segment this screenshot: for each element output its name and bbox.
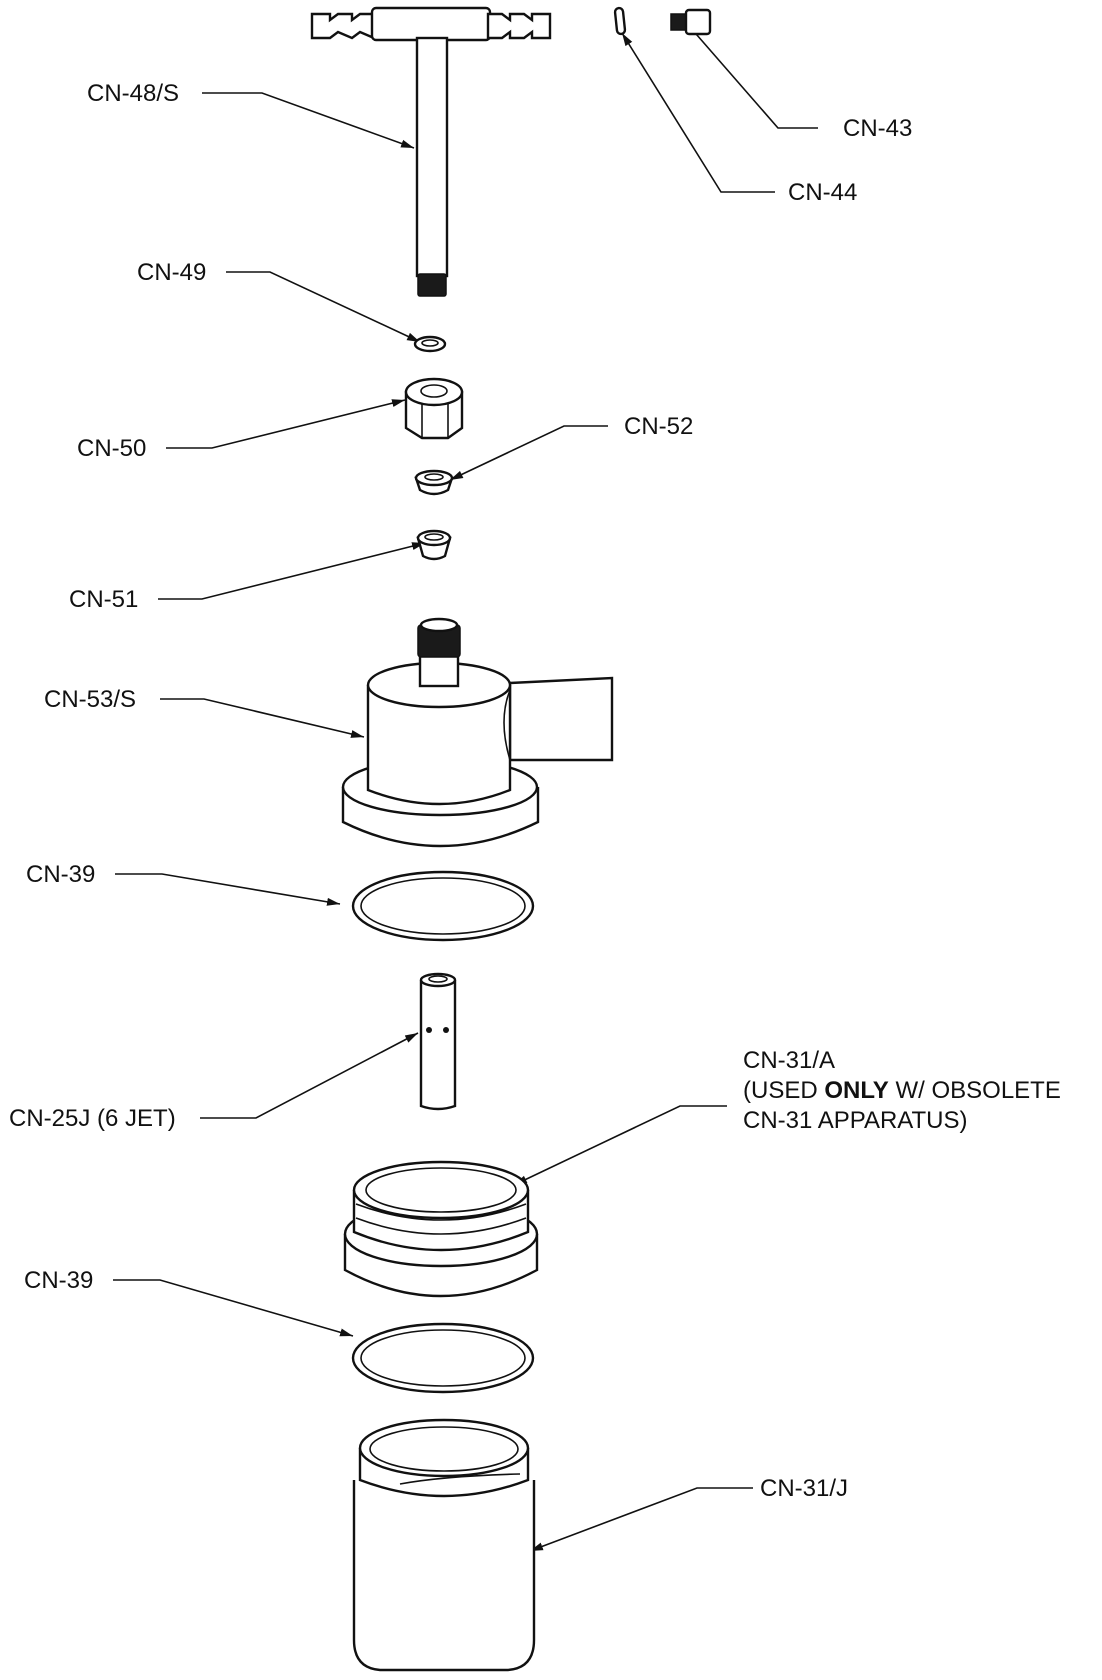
part-cn50-nut xyxy=(404,377,464,440)
part-cn53s-head xyxy=(341,617,614,848)
label-cn48s: CN-48/S xyxy=(87,80,180,107)
part-cn39-bottom-oring xyxy=(351,1322,535,1394)
part-cn49-washer xyxy=(413,335,447,353)
label-cn49: CN-49 xyxy=(137,259,207,286)
label-cn50: CN-50 xyxy=(77,435,147,462)
leader-cn31a xyxy=(513,1105,727,1186)
label-cn31a-line2-bold: ONLY xyxy=(824,1077,889,1104)
leader-cn43 xyxy=(682,18,818,129)
label-cn43: CN-43 xyxy=(843,115,913,142)
part-cn25j-jet xyxy=(419,972,457,1111)
label-cn31a-line2: (USED ONLY W/ OBSOLETE xyxy=(743,1076,1061,1106)
label-cn31a-line2-post: W/ OBSOLETE xyxy=(888,1077,1061,1104)
label-cn31a-line1: CN-31/A xyxy=(743,1047,836,1074)
part-cn31a-adapter xyxy=(343,1160,539,1298)
leader-cn53s xyxy=(160,698,365,738)
part-cn39-top-oring xyxy=(351,870,535,942)
leader-cn39-top xyxy=(115,873,341,906)
label-cn39-top: CN-39 xyxy=(26,861,96,888)
label-cn52: CN-52 xyxy=(624,413,694,440)
leader-cn25j xyxy=(200,1032,419,1119)
label-cn53s: CN-53/S xyxy=(44,686,137,713)
leader-cn51 xyxy=(158,542,426,600)
leader-cn31j xyxy=(529,1487,753,1552)
label-cn39-bottom: CN-39 xyxy=(24,1267,94,1294)
leader-cn52 xyxy=(449,425,608,481)
part-cn48s-t-handle xyxy=(310,6,552,297)
label-cn51: CN-51 xyxy=(69,586,139,613)
leader-cn44 xyxy=(621,32,775,193)
label-cn31a-line2-pre: (USED xyxy=(743,1077,825,1104)
part-cn52-ferrule xyxy=(414,469,454,496)
part-cn44-pin xyxy=(613,6,627,36)
label-cn31a-line3: CN-31 APPARATUS) xyxy=(743,1107,968,1134)
leader-cn50 xyxy=(166,399,406,449)
leader-cn48s xyxy=(202,92,415,149)
leader-lines xyxy=(113,18,818,1552)
part-cn51-ferrule xyxy=(416,529,452,561)
leader-cn49 xyxy=(226,271,421,343)
part-cn31j-jar xyxy=(352,1418,536,1672)
label-cn31a-block: CN-31/A (USED ONLY W/ OBSOLETE CN-31 APP… xyxy=(743,1046,1061,1136)
label-cn31j: CN-31/J xyxy=(760,1475,849,1502)
part-cn43-screw xyxy=(670,8,712,36)
label-cn44: CN-44 xyxy=(788,179,858,206)
leader-cn39-bottom xyxy=(113,1279,354,1337)
label-cn25j: CN-25J (6 JET) xyxy=(9,1105,176,1132)
